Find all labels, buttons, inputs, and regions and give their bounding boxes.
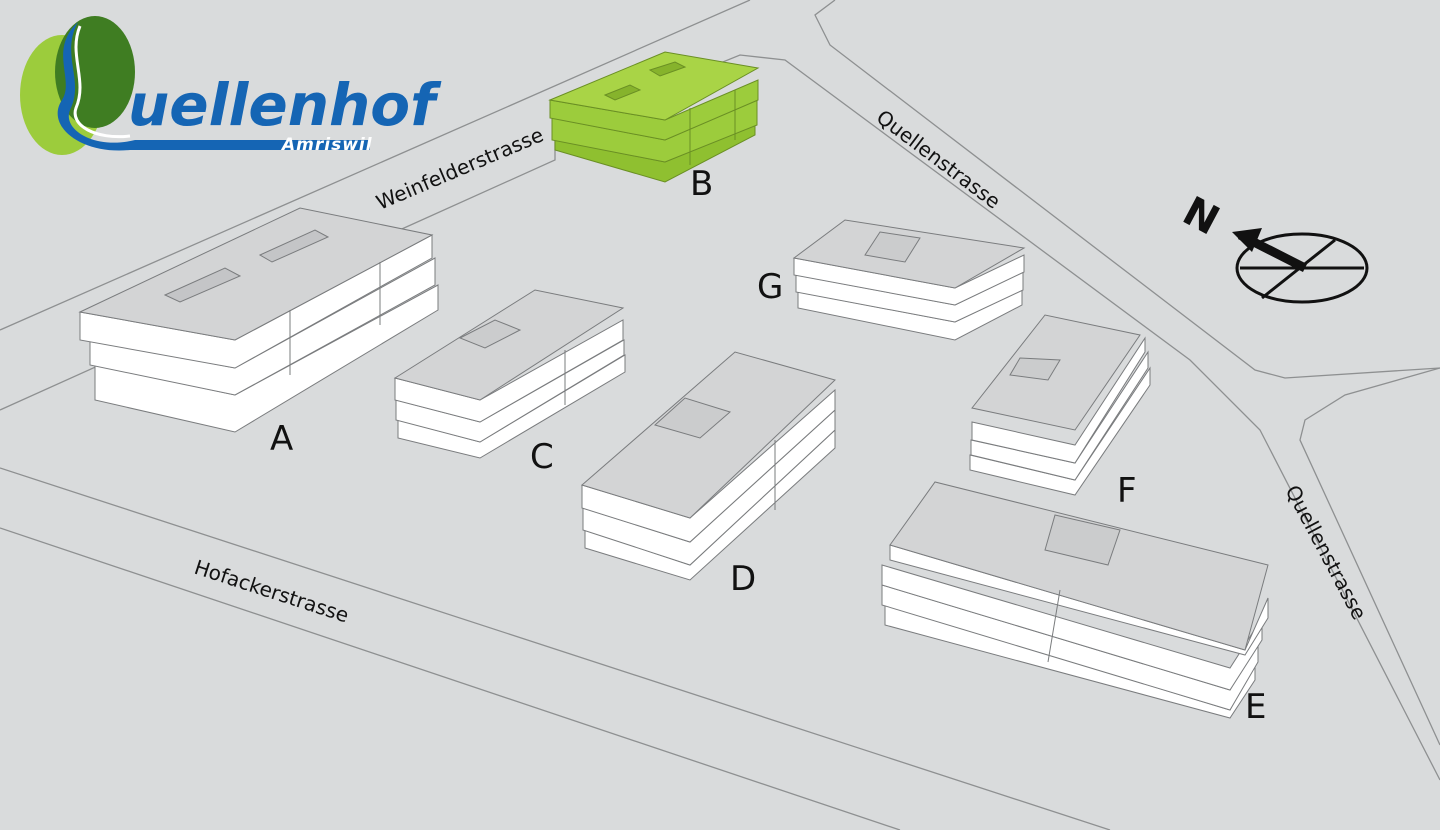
building-d-roof xyxy=(580,351,836,519)
building-c-roofpart xyxy=(458,319,522,349)
building-e-roof xyxy=(889,481,1269,651)
compass-arrowhead-icon xyxy=(1232,228,1262,252)
building-g-roofpart xyxy=(864,231,921,263)
building-f[interactable] xyxy=(969,314,1151,496)
building-e-joint xyxy=(1047,589,1061,663)
hofackerstrasse-edge xyxy=(0,467,1111,830)
street-label-hofackerstrasse: Hofackerstrasse xyxy=(191,555,351,628)
building-d[interactable] xyxy=(580,351,836,581)
logo-wordmark: uellenhof xyxy=(128,71,442,139)
building-f-slab xyxy=(971,336,1146,464)
building-a[interactable] xyxy=(78,207,439,433)
logo-river-highlight xyxy=(73,25,131,139)
building-a-roof xyxy=(78,207,434,341)
building-g[interactable] xyxy=(792,219,1026,341)
hofackerstrasse-edge xyxy=(0,527,901,830)
building-a-courtyard xyxy=(258,229,330,263)
building-f-roof xyxy=(971,314,1141,431)
building-e-roofpart xyxy=(1044,514,1121,566)
building-c[interactable] xyxy=(393,289,626,459)
compass-ring xyxy=(1235,232,1369,304)
building-label-b: B xyxy=(690,164,713,204)
street-label-quellenstrasse-south: Quellenstrasse xyxy=(1281,481,1372,624)
logo-place-name: Amriswil xyxy=(280,135,373,155)
building-b-courtyard xyxy=(648,61,687,77)
north-arrow-compass: N xyxy=(1175,188,1369,304)
weinfelderstrasse-edge xyxy=(0,0,751,331)
weinfelderstrasse-edge xyxy=(0,54,1440,781)
building-label-f: F xyxy=(1117,471,1137,511)
quellenstrasse-edge xyxy=(1299,367,1440,746)
building-label-e: E xyxy=(1245,687,1266,727)
building-a-courtyard xyxy=(163,267,242,303)
building-e-slab xyxy=(881,564,1263,691)
street-label-quellenstrasse-north: Quellenstrasse xyxy=(872,105,1005,214)
building-b-roof xyxy=(548,51,760,121)
building-c-roof xyxy=(393,289,625,401)
quellenhof-logo: uellenhof Amriswil xyxy=(20,16,442,155)
building-e[interactable] xyxy=(881,481,1269,719)
building-b[interactable] xyxy=(548,51,760,183)
building-d-roofpart xyxy=(653,397,732,439)
building-f-roofpart xyxy=(1009,357,1061,381)
building-b-courtyard xyxy=(603,84,642,101)
building-label-d: D xyxy=(730,559,756,599)
building-label-a: A xyxy=(270,419,293,459)
building-label-c: C xyxy=(530,437,554,477)
building-label-g: G xyxy=(757,267,783,307)
quellenstrasse-edge xyxy=(814,0,1440,379)
compass-north-label: N xyxy=(1175,188,1226,244)
